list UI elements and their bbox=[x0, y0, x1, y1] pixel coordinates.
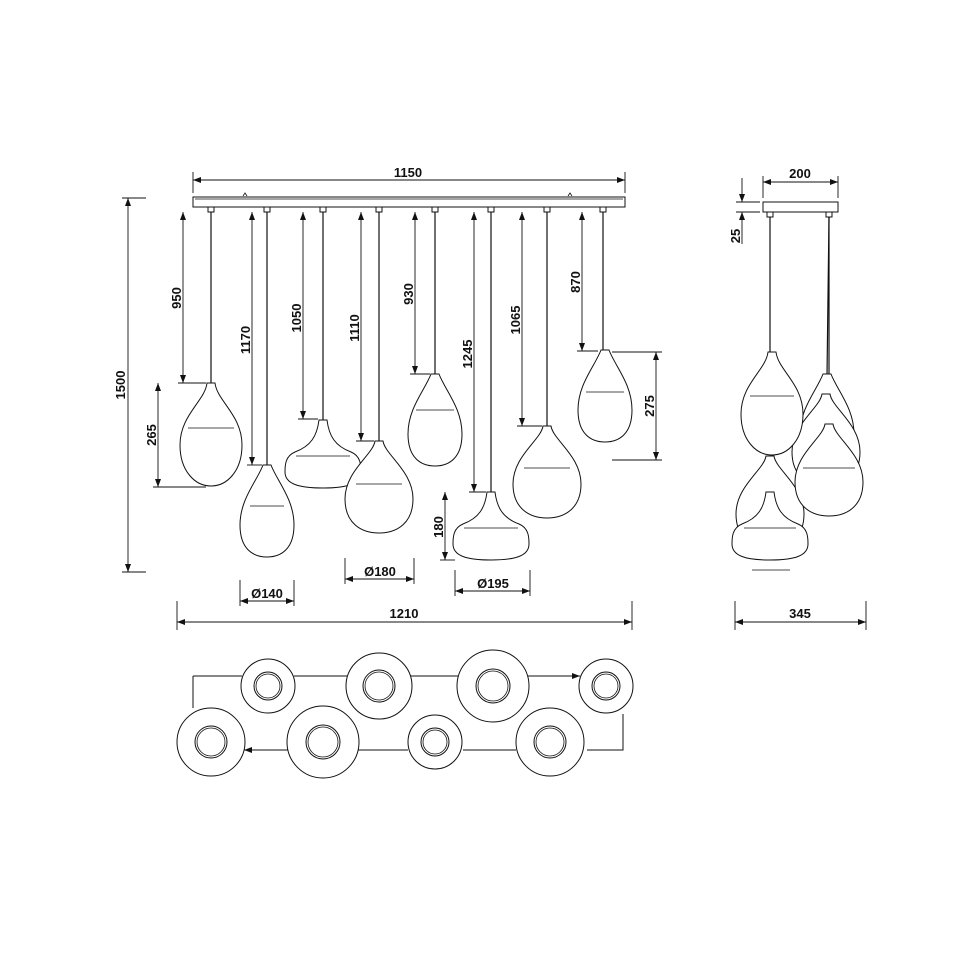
label-cord-7: 1065 bbox=[508, 306, 523, 335]
pendant-8 bbox=[577, 206, 633, 443]
pendant-5 bbox=[407, 206, 463, 467]
top-disc-7 bbox=[407, 714, 463, 770]
label-shade-height-3: 180 bbox=[431, 516, 446, 538]
side-dimensions bbox=[734, 176, 867, 630]
label-diameter-140: Ø140 bbox=[251, 586, 283, 601]
top-disc-8 bbox=[515, 707, 585, 777]
pendant-3 bbox=[284, 206, 362, 489]
label-cord-5: 930 bbox=[401, 283, 416, 305]
front-labels: 1150 1500 950 1170 1050 1110 930 1245 10… bbox=[113, 165, 657, 621]
front-canopy bbox=[192, 192, 626, 208]
label-cord-2: 1170 bbox=[238, 326, 253, 354]
label-total-width: 1210 bbox=[390, 606, 419, 621]
label-cord-8: 870 bbox=[568, 271, 583, 293]
label-diameter-180: Ø180 bbox=[364, 564, 396, 579]
top-disc-1 bbox=[240, 658, 296, 714]
label-diameter-195: Ø195 bbox=[477, 576, 509, 591]
front-dimensions bbox=[122, 172, 662, 630]
side-view bbox=[731, 201, 864, 571]
label-cord-3: 1050 bbox=[289, 304, 304, 333]
top-disc-2 bbox=[345, 652, 413, 720]
label-canopy-height: 25 bbox=[728, 229, 743, 243]
top-disc-6 bbox=[286, 705, 360, 779]
side-labels: 200 25 345 bbox=[728, 166, 811, 621]
pendant-7 bbox=[512, 206, 582, 519]
label-total-height: 1500 bbox=[113, 371, 128, 400]
pendant-1 bbox=[179, 206, 243, 487]
pendant-2 bbox=[239, 206, 295, 558]
pendant-6 bbox=[452, 206, 530, 561]
top-disc-4 bbox=[578, 658, 634, 714]
top-disc-5 bbox=[176, 707, 246, 777]
label-cord-4: 1110 bbox=[347, 314, 362, 342]
label-shade-height-2: 275 bbox=[642, 395, 657, 417]
label-cord-1: 950 bbox=[169, 287, 184, 309]
pendant-4 bbox=[344, 206, 414, 534]
label-shade-height-1: 265 bbox=[144, 424, 159, 446]
front-pendants bbox=[179, 206, 633, 561]
label-total-depth: 345 bbox=[789, 606, 811, 621]
label-cord-6: 1245 bbox=[460, 340, 475, 369]
label-canopy-width: 1150 bbox=[394, 165, 422, 180]
top-disc-3 bbox=[456, 649, 530, 723]
label-canopy-depth: 200 bbox=[789, 166, 811, 181]
top-view bbox=[176, 649, 634, 779]
